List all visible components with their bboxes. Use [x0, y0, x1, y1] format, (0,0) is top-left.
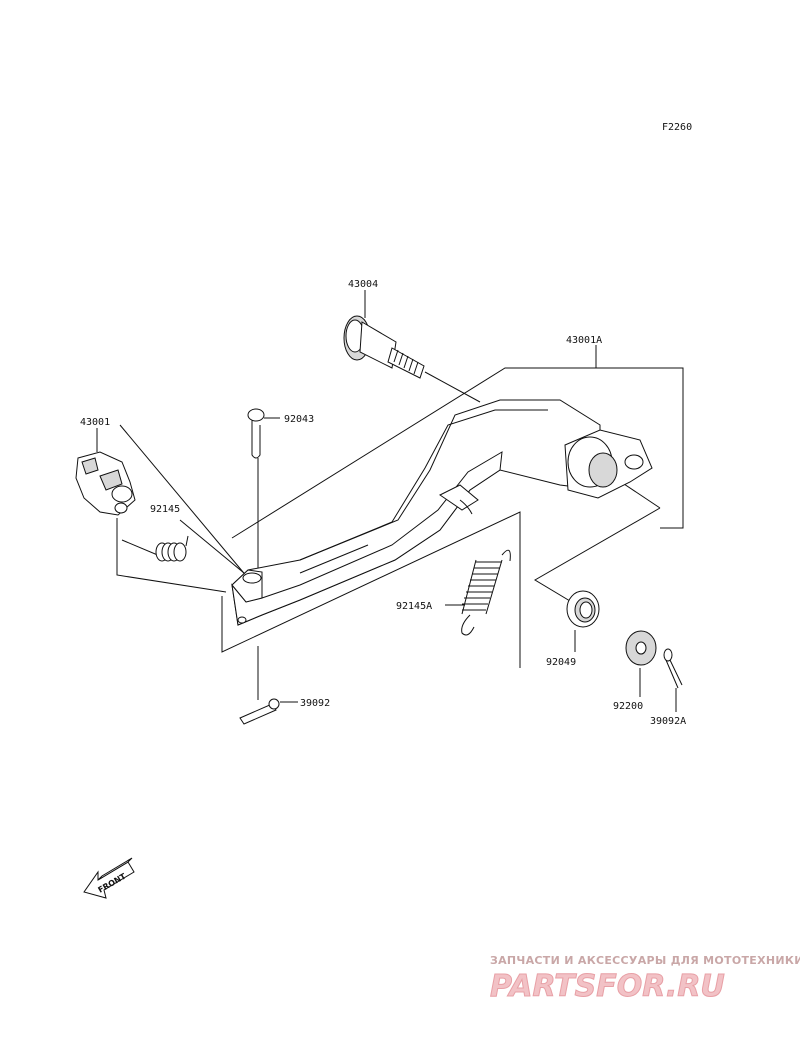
watermark-tagline: ЗАПЧАСТИ И АКСЕССУАРЫ ДЛЯ МОТОТЕХНИКИ [490, 954, 800, 967]
watermark-brand: PARTSFOR.RU [490, 969, 725, 1004]
cotter-pin-39092A [663, 648, 683, 689]
pivot-bolt-43004 [343, 315, 425, 379]
label-92145: 92145 [150, 504, 180, 515]
torsion-spring-92145 [121, 535, 189, 562]
watermark: ЗАПЧАСТИ И АКСЕССУАРЫ ДЛЯ МОТОТЕХНИКИ PA… [490, 954, 800, 1005]
clevis-pin-39092 [239, 698, 280, 725]
washer-92200 [625, 630, 657, 666]
cotter-pin-92043 [247, 408, 265, 459]
extension-spring-92145A [461, 549, 511, 636]
leader-lines [96, 290, 684, 712]
brake-pedal-43001A [231, 399, 653, 626]
figure-code: F2260 [662, 122, 692, 133]
label-92043: 92043 [284, 414, 314, 425]
label-92145A: 92145A [396, 601, 432, 612]
label-43004: 43004 [348, 279, 378, 290]
label-39092A: 39092A [650, 716, 686, 727]
label-39092: 39092 [300, 698, 330, 709]
label-92049: 92049 [546, 657, 576, 668]
front-arrow: FRONT [83, 857, 135, 899]
part-labels: 43004 43001A 92043 43001 92145 92145A 92… [80, 279, 686, 727]
label-43001: 43001 [80, 417, 110, 428]
label-92200: 92200 [613, 701, 643, 712]
seal-92049 [566, 590, 600, 628]
label-43001A: 43001A [566, 335, 602, 346]
clevis-43001 [75, 451, 136, 516]
